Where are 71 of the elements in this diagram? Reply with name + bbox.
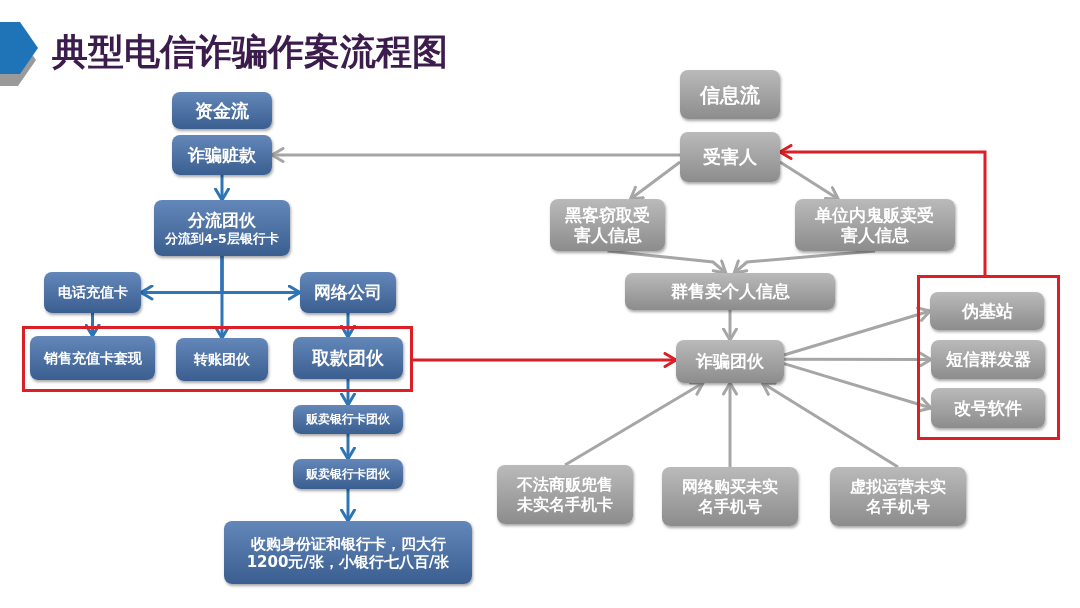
process-box: [44, 272, 141, 313]
arrow: [732, 249, 876, 275]
process-box: [680, 70, 780, 119]
process-box: [293, 405, 403, 434]
step-label: 电话充值卡: [57, 284, 128, 301]
step-label: 诈骗团伙: [696, 351, 764, 372]
process-box: [931, 388, 1045, 428]
step-label: 改号软件: [954, 397, 1022, 419]
arrow: [340, 313, 356, 339]
step-label: 群售卖个人信息: [670, 281, 790, 302]
arrow: [270, 147, 680, 163]
arrow: [779, 160, 840, 201]
title: 典型电信诈骗作案流程图: [52, 30, 448, 74]
arrow: [607, 249, 728, 275]
step-label: 销售充值卡套现: [43, 349, 142, 367]
arrow: [84, 313, 101, 338]
arrow: [778, 144, 987, 275]
step-label: 单位内鬼贩卖受害人信息: [814, 204, 936, 246]
process-box: [154, 200, 290, 256]
step-label: 虚拟运营未实名手机号: [849, 477, 947, 516]
arrow: [784, 351, 933, 368]
process-box: [300, 272, 396, 313]
process-box: [662, 467, 798, 526]
process-box: [172, 135, 272, 175]
arrow: [214, 256, 230, 340]
step-label: 网络公司: [314, 282, 382, 303]
arrow: [722, 310, 738, 342]
step-label: 贩卖银行卡团伙: [306, 466, 390, 482]
process-box: [676, 340, 784, 383]
process-box: [224, 521, 472, 584]
process-box: [550, 199, 665, 251]
process-box: [172, 92, 272, 129]
step-note: 分流到4-5层银行卡: [165, 230, 279, 246]
step-label: 收购身份证和银行卡，四大行1200元/张，小银行七八百/张: [246, 534, 450, 571]
arrow: [340, 379, 356, 407]
group-frame: [22, 326, 413, 392]
arrow: [760, 381, 899, 469]
step-label: 转账团伙: [194, 351, 250, 368]
arrow: [629, 160, 681, 201]
step-label: 信息流: [700, 82, 760, 107]
arrow: [413, 352, 678, 368]
process-box: [497, 465, 633, 524]
process-box: [176, 338, 268, 381]
step-label: 黑客窃取受害人信息: [564, 204, 651, 246]
step-label: 受害人: [703, 146, 757, 168]
arrow: [340, 434, 356, 461]
process-box: [680, 132, 780, 182]
process-box: [931, 340, 1045, 379]
process-box: [293, 459, 403, 489]
process-box: [930, 292, 1044, 330]
arrow: [783, 306, 932, 357]
step-label: 短信群发器: [945, 349, 1031, 370]
step-label: 不法商贩兜售未实名手机卡: [516, 475, 614, 514]
step-label: 诈骗赃款: [188, 144, 256, 166]
step-label: 资金流: [195, 99, 249, 122]
arrow: [340, 489, 356, 523]
arrow: [722, 381, 738, 467]
group-frame: [917, 275, 1060, 440]
process-box: [625, 273, 835, 310]
process-box: [30, 336, 155, 380]
step-label: 取款团伙: [312, 347, 384, 369]
step-label: 分流团伙: [188, 210, 256, 231]
arrow: [783, 362, 933, 413]
process-box: [830, 467, 966, 526]
step-label: 伪基站: [961, 300, 1013, 322]
process-box: [795, 199, 955, 251]
arrow: [214, 175, 230, 202]
process-box: [293, 337, 403, 379]
step-label: 贩卖银行卡团伙: [306, 412, 390, 427]
step-label: 网络购买未实名手机号: [681, 477, 779, 516]
arrow: [564, 381, 705, 467]
